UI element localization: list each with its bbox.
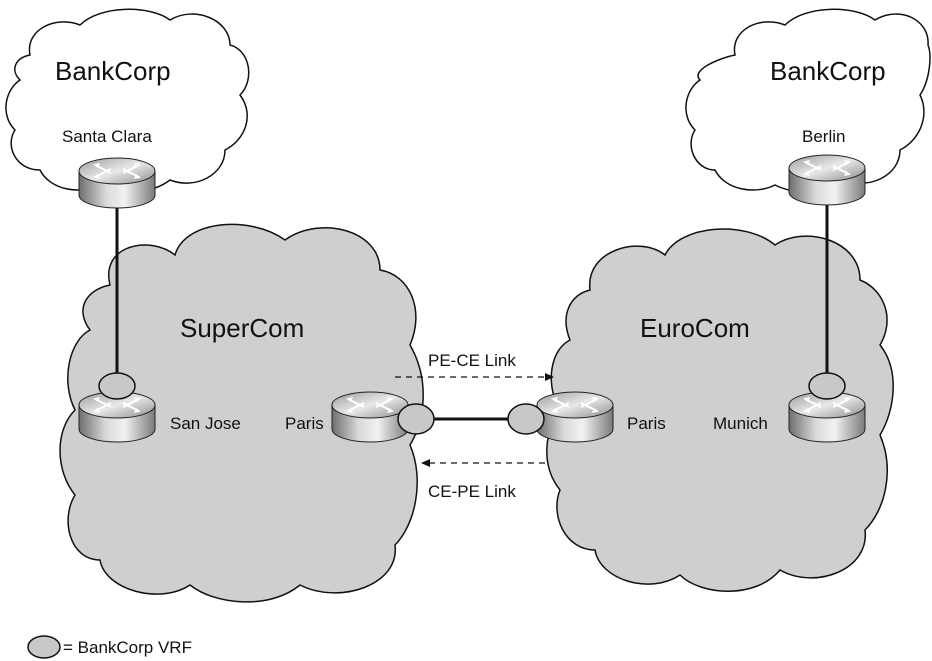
bankcorp-berlin-cloud	[685, 8, 931, 193]
eurocom-title: EuroCom	[640, 313, 750, 343]
santa-clara-router-icon	[78, 157, 156, 209]
vrf-munich	[808, 372, 846, 400]
legend-vrf-icon	[27, 635, 61, 659]
pe-ce-link-label: PE-CE Link	[428, 351, 516, 370]
bankcorp-santa-clara-cloud	[5, 8, 250, 193]
berlin-router-icon	[788, 154, 866, 206]
ce-pe-link-label: CE-PE Link	[428, 482, 516, 501]
vrf-san-jose	[98, 372, 136, 400]
eurocom-paris-router-icon	[536, 391, 614, 443]
santa-clara-label: Santa Clara	[62, 127, 152, 146]
eurocom-paris-label: Paris	[627, 414, 666, 433]
vrf-supercom-paris	[397, 403, 435, 435]
supercom-title: SuperCom	[180, 313, 304, 343]
eurocom-cloud	[546, 228, 894, 592]
supercom-paris-router-icon	[331, 391, 409, 443]
vrf-eurocom-paris	[507, 403, 545, 435]
bankcorp-right-title: BankCorp	[770, 56, 886, 86]
supercom-paris-label: Paris	[285, 414, 324, 433]
munich-label: Munich	[713, 414, 768, 433]
bankcorp-left-title: BankCorp	[55, 56, 171, 86]
legend-label: = BankCorp VRF	[63, 638, 192, 657]
legend: = BankCorp VRF	[27, 635, 192, 659]
san-jose-label: San Jose	[170, 414, 241, 433]
berlin-label: Berlin	[802, 127, 845, 146]
supercom-cloud	[59, 223, 424, 603]
